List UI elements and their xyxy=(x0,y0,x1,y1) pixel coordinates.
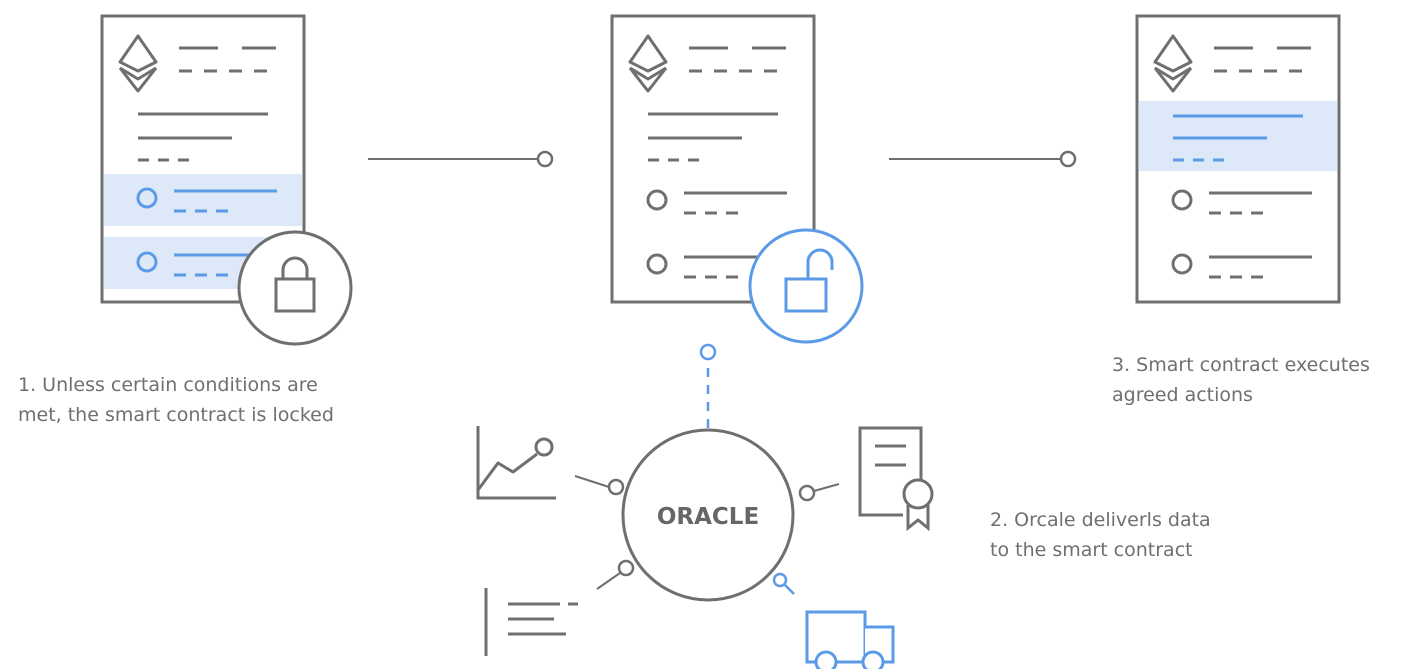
certificate-icon xyxy=(858,426,934,532)
oracle-label: ORACLE xyxy=(657,504,759,530)
highlight-row xyxy=(1139,101,1337,171)
lock-open-icon xyxy=(748,228,864,344)
step-2-line-2: to the smart contract xyxy=(990,539,1193,561)
step-3-caption: 3. Smart contract executes agreed action… xyxy=(1112,350,1370,410)
step-2-line-1: 2. Orcale deliverls data xyxy=(990,509,1211,531)
connector-line xyxy=(889,150,1077,168)
magnifier-icon xyxy=(772,572,795,595)
step-2-caption: 2. Orcale deliverls data to the smart co… xyxy=(990,505,1211,565)
step-3-line-2: agreed actions xyxy=(1112,384,1253,406)
highlight-row xyxy=(104,174,302,226)
truck-icon xyxy=(805,610,895,669)
radio-icon xyxy=(646,189,668,211)
radio-icon xyxy=(1171,189,1193,211)
radio-icon xyxy=(1171,253,1193,275)
ethereum-icon xyxy=(1153,34,1193,93)
contract-document-executed xyxy=(1135,14,1341,304)
oracle-to-contract-link xyxy=(699,343,717,428)
text-document-icon xyxy=(484,588,578,656)
line-chart-icon xyxy=(476,426,556,500)
step-1-line-1: 1. Unless certain conditions are xyxy=(18,374,318,396)
connector-line xyxy=(368,150,554,168)
radio-icon xyxy=(136,251,158,273)
spoke-line xyxy=(574,475,625,496)
spoke-line xyxy=(798,483,840,502)
step-1-line-2: met, the smart contract is locked xyxy=(18,404,334,426)
step-3-line-1: 3. Smart contract executes xyxy=(1112,354,1370,376)
radio-icon xyxy=(646,253,668,275)
step-1-caption: 1. Unless certain conditions are met, th… xyxy=(18,370,334,430)
ethereum-icon xyxy=(118,34,158,93)
oracle-node: ORACLE xyxy=(621,428,795,602)
lock-closed-icon xyxy=(237,230,353,346)
radio-icon xyxy=(136,187,158,209)
ethereum-icon xyxy=(628,34,668,93)
spoke-line xyxy=(596,559,635,590)
